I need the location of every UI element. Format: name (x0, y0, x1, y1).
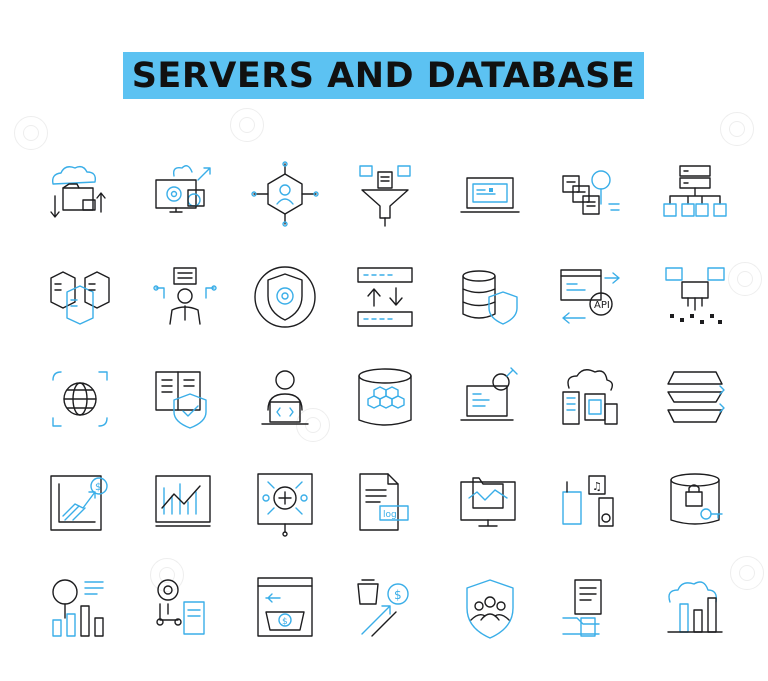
data-transfer-servers-icon (350, 262, 420, 332)
chart-frame-icon (150, 468, 220, 538)
gear-chat-network-icon (150, 574, 220, 644)
laptop-code-bomb-icon (455, 364, 525, 434)
network-user-cube-icon (250, 160, 320, 230)
svg-text:♫: ♫ (592, 480, 602, 493)
svg-text:$: $ (394, 588, 402, 602)
svg-text:log: log (383, 510, 397, 520)
cloud-devices-icon (555, 364, 625, 434)
interface-circuit-icon (250, 468, 320, 538)
svg-text:API: API (594, 300, 610, 311)
cloud-folders-icon (45, 160, 115, 230)
watermark-mark (150, 558, 184, 592)
monitor-folder-chart-icon (455, 468, 525, 538)
watermark-mark (720, 112, 754, 146)
data-analytics-search-icon (45, 574, 115, 644)
data-funnel-icon (350, 160, 420, 230)
laptop-dashboard-icon (455, 160, 525, 230)
data-cylinder-nodes-icon (350, 364, 420, 434)
financial-growth-chart-icon: $ (45, 468, 115, 538)
global-network-icon (45, 364, 115, 434)
title-banner: SERVERS AND DATABASE (123, 52, 644, 99)
log-file-icon: log (350, 468, 420, 538)
page-title: SERVERS AND DATABASE (131, 55, 636, 96)
database-shield-icon (455, 262, 525, 332)
programmer-icon (250, 364, 320, 434)
server-racks-icon (45, 262, 115, 332)
monitor-gears-icon (150, 160, 220, 230)
watermark-mark (14, 116, 48, 150)
security-shield-gear-icon (250, 262, 320, 332)
watermark-mark (728, 262, 762, 296)
document-shield-check-icon (150, 364, 220, 434)
growth-cash-icon: $ (350, 574, 420, 644)
svg-text:$: $ (282, 617, 288, 627)
hand-document-icon (555, 574, 625, 644)
svg-text:$: $ (95, 482, 101, 493)
database-lock-key-icon (660, 468, 730, 538)
document-search-icon (555, 160, 625, 230)
watermark-mark (230, 108, 264, 142)
team-shield-icon (455, 574, 525, 644)
cloud-bar-chart-icon (660, 574, 730, 644)
cloud-distribution-icon (660, 262, 730, 332)
mobile-devices-icon: ♫ (555, 468, 625, 538)
server-hierarchy-icon (660, 160, 730, 230)
watermark-mark (296, 408, 330, 442)
api-browser-icon: API (555, 262, 625, 332)
layered-storage-icon (660, 364, 730, 434)
shopping-basket-screen-icon: $ (250, 574, 320, 644)
data-engineer-icon (150, 262, 220, 332)
watermark-mark (730, 556, 764, 590)
